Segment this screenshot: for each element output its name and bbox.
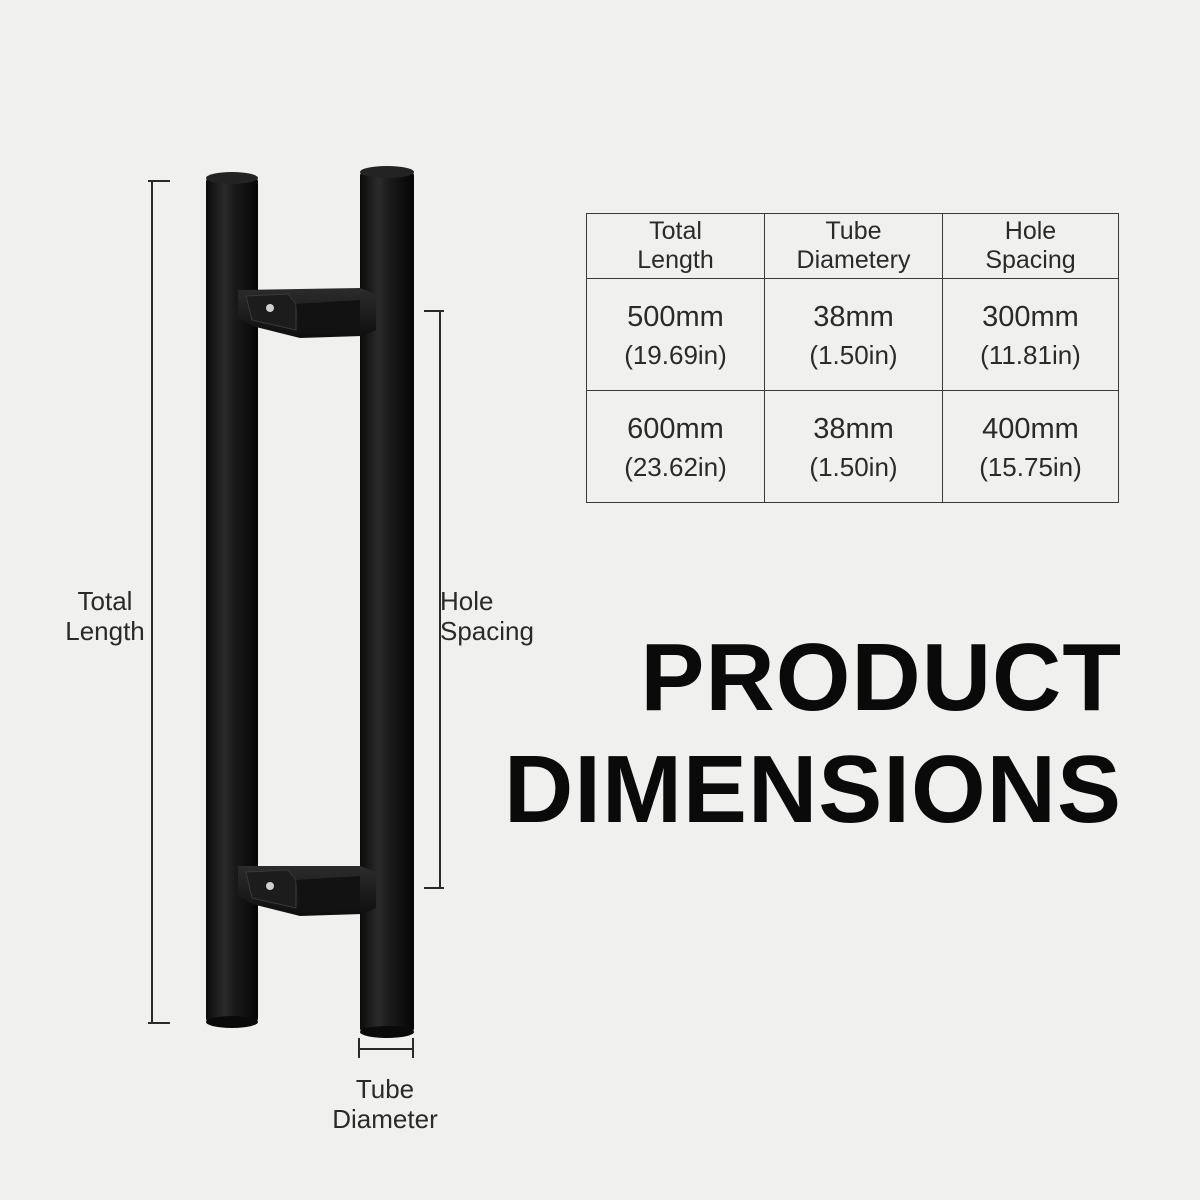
header-total-length-line-2: Length [637, 246, 714, 274]
cell-in-value: (1.50in) [809, 339, 898, 370]
table-row: 500mm (19.69in) 38mm (1.50in) 300mm (11.… [586, 278, 1119, 391]
cell-in-value: (11.81in) [980, 339, 1081, 370]
headline-line-2: DIMENSIONS [503, 736, 1122, 843]
right-tube [360, 166, 414, 1038]
upper-mounting-bracket [238, 288, 376, 338]
hole-spacing-label-line-1: Hole [440, 586, 494, 616]
table-cell: 600mm (23.62in) [586, 390, 765, 503]
tube-diameter-label-line-2: Diameter [332, 1104, 438, 1134]
hole-spacing-dimension-line [424, 310, 444, 889]
tube-diameter-label: Tube Diameter [310, 1074, 460, 1134]
hole-spacing-label: Hole Spacing [440, 586, 580, 646]
dimension-spec-table: Total Length Tube Diametery Hole Spacing… [586, 213, 1119, 503]
total-length-label: Total Length [40, 586, 170, 646]
table-cell: 400mm (15.75in) [942, 390, 1119, 503]
header-tube-diameter-line-1: Tube [825, 217, 882, 245]
table-cell: 500mm (19.69in) [586, 278, 765, 391]
tube-diameter-dimension-line [358, 1038, 414, 1058]
cell-mm-value: 38mm [813, 300, 894, 333]
header-total-length-line-1: Total [649, 217, 702, 245]
cell-in-value: (19.69in) [624, 339, 727, 370]
cell-in-value: (23.62in) [624, 451, 727, 482]
header-tube-diameter-line-2: Diametery [796, 246, 911, 274]
total-length-label-line-1: Total [77, 586, 133, 616]
cell-in-value: (1.50in) [809, 451, 898, 482]
table-row: 600mm (23.62in) 38mm (1.50in) 400mm (15.… [586, 390, 1119, 503]
product-dimensions-headline: PRODUCT DIMENSIONS [504, 622, 1122, 846]
cell-in-value: (15.75in) [979, 451, 1082, 482]
total-length-label-line-2: Length [65, 616, 145, 646]
table-header-row: Total Length Tube Diametery Hole Spacing [586, 213, 1119, 279]
table-cell: 38mm (1.50in) [764, 278, 943, 391]
cell-mm-value: 300mm [982, 300, 1079, 333]
lower-mounting-bracket [238, 866, 376, 916]
hole-spacing-label-line-2: Spacing [440, 616, 534, 646]
total-length-dimension-line [148, 180, 170, 1024]
cell-mm-value: 500mm [627, 300, 724, 333]
headline-line-1: PRODUCT [640, 624, 1122, 731]
header-hole-spacing: Hole Spacing [942, 213, 1119, 279]
table-cell: 300mm (11.81in) [942, 278, 1119, 391]
header-tube-diameter: Tube Diametery [764, 213, 943, 279]
header-hole-spacing-line-1: Hole [1004, 217, 1057, 245]
table-cell: 38mm (1.50in) [764, 390, 943, 503]
cell-mm-value: 600mm [627, 412, 724, 445]
cell-mm-value: 38mm [813, 412, 894, 445]
header-hole-spacing-line-2: Spacing [985, 246, 1076, 274]
header-total-length: Total Length [586, 213, 765, 279]
left-tube [206, 172, 258, 1028]
tube-diameter-label-line-1: Tube [355, 1074, 415, 1104]
cell-mm-value: 400mm [982, 412, 1079, 445]
